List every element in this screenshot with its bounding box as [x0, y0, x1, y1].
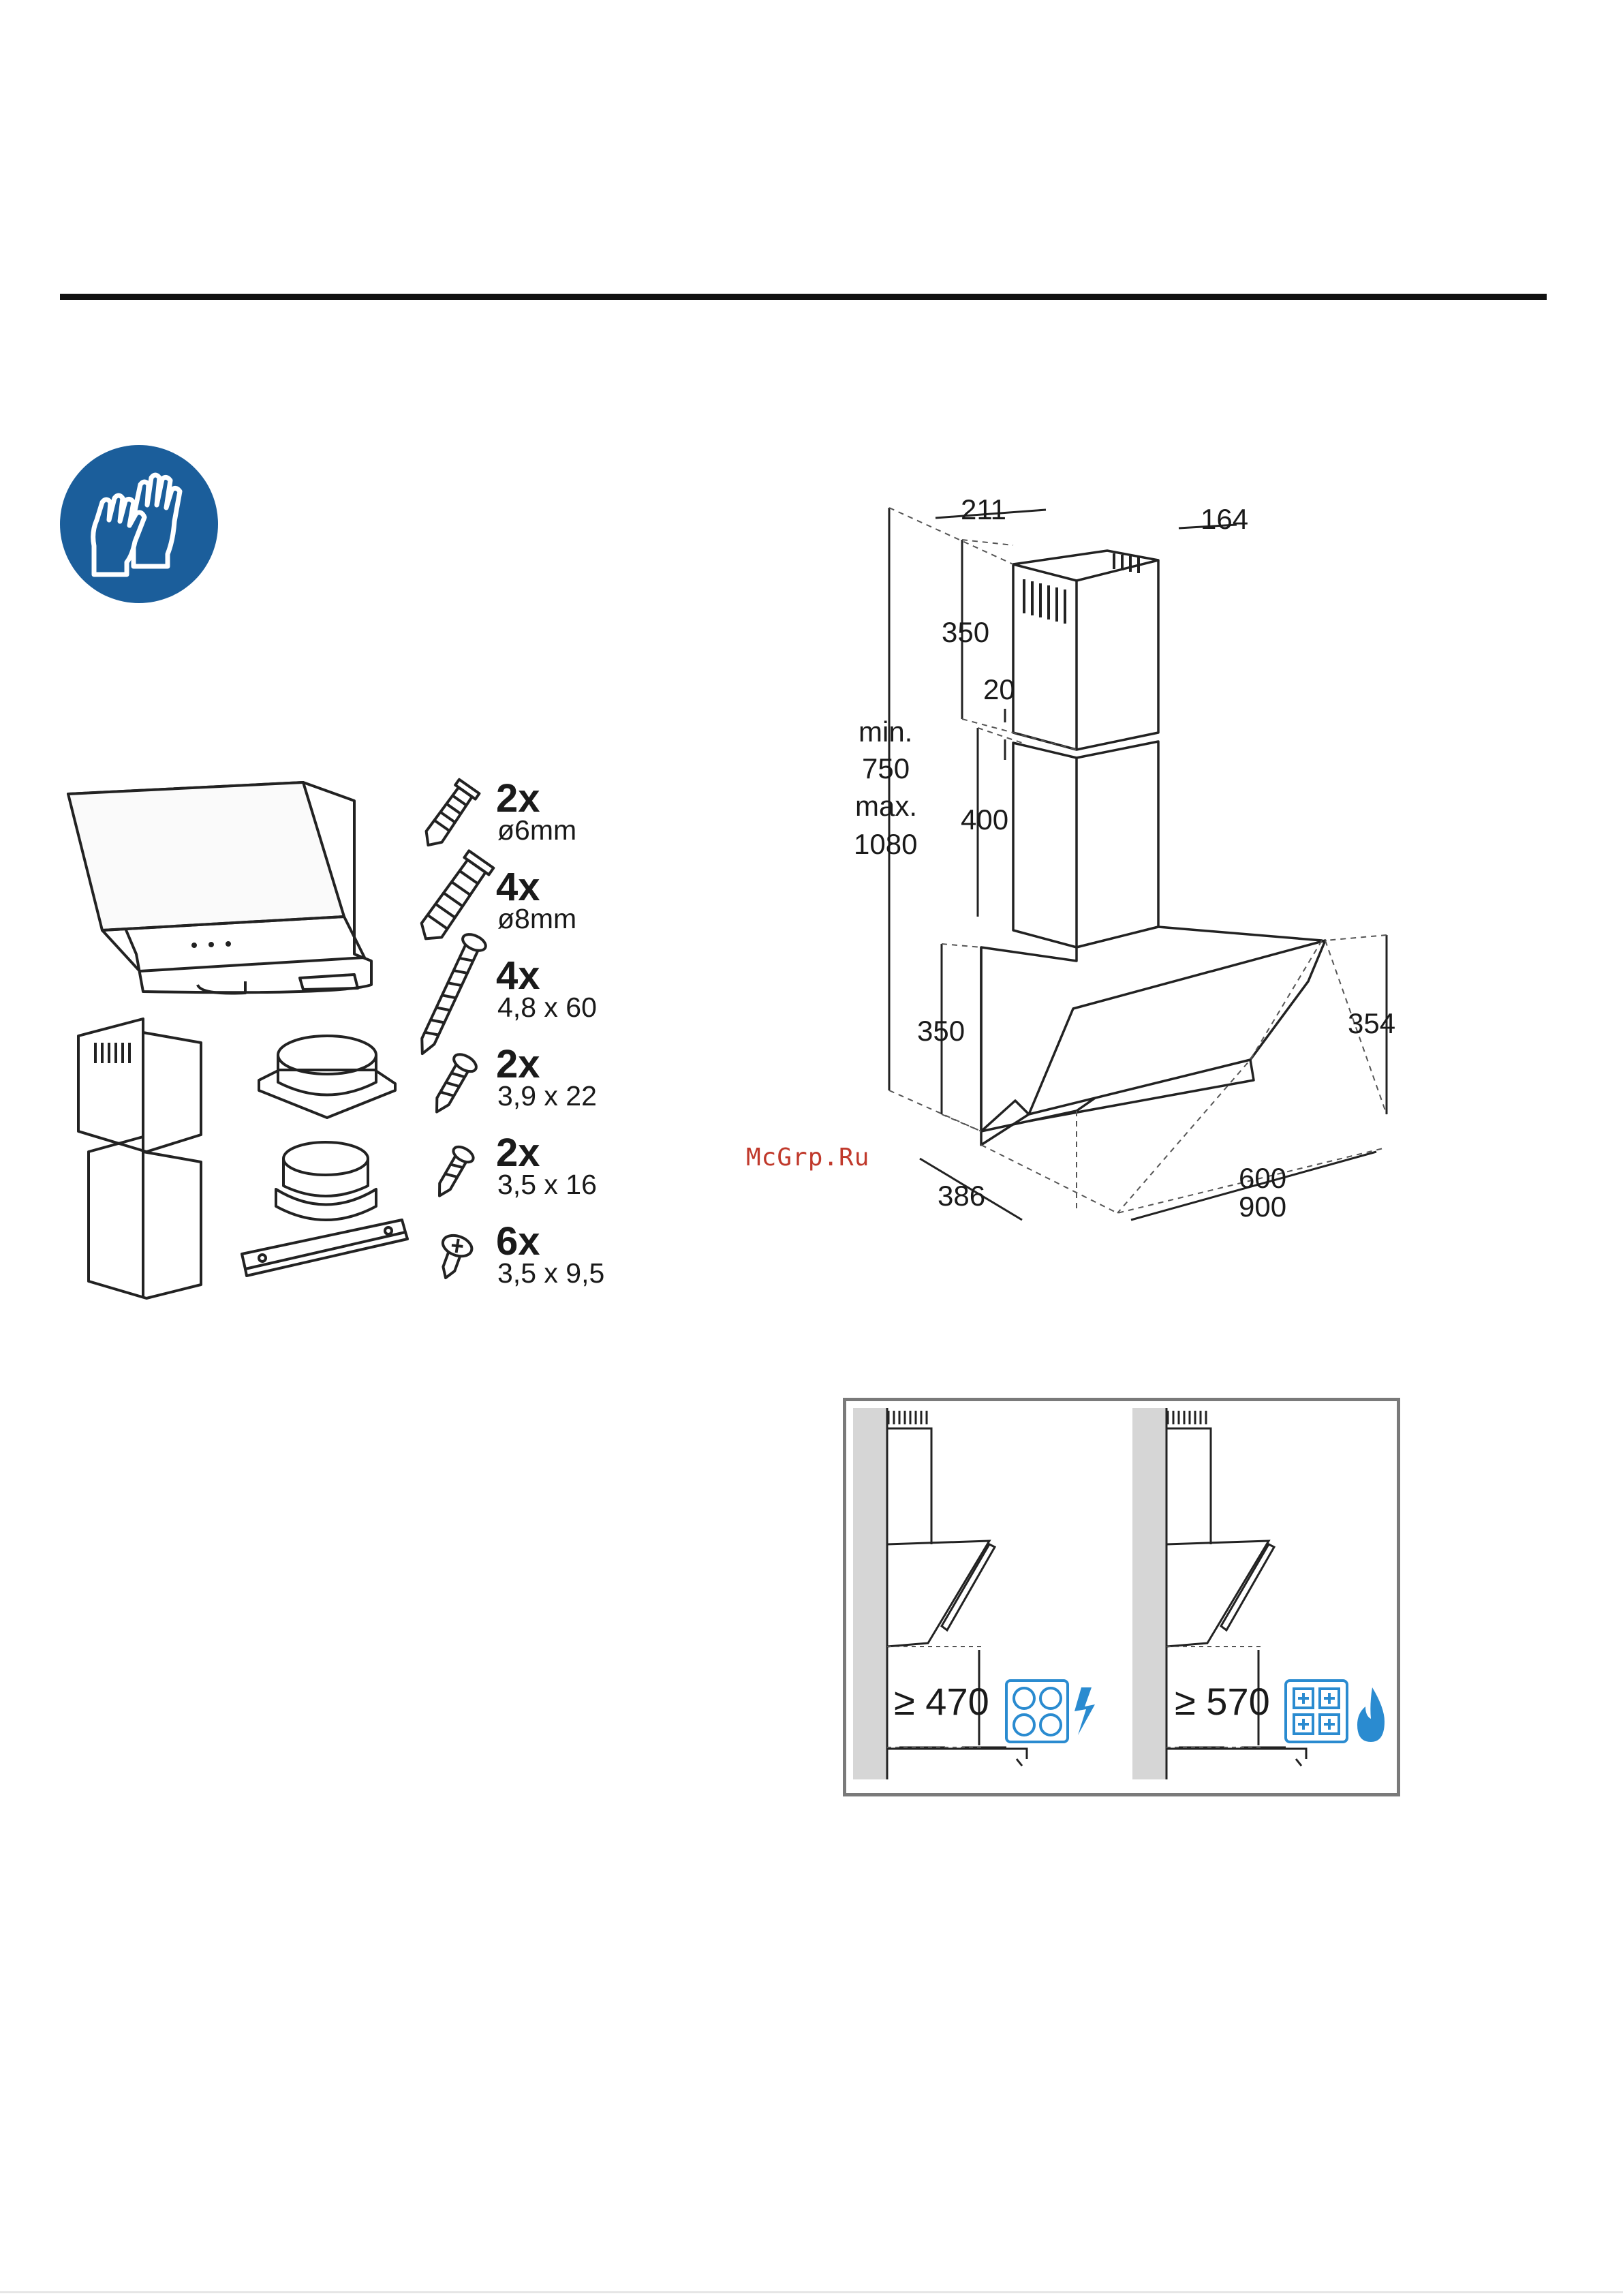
part-spec: 3,9 x 22 — [497, 1082, 597, 1110]
dim-top-depth: 164 — [1201, 503, 1248, 535]
clearance-illustration: ≥ 470 — [846, 1401, 1397, 1793]
part-spec: ø8mm — [497, 905, 576, 933]
hood-icon — [68, 782, 371, 994]
screw-3-5x16-icon — [430, 1144, 476, 1201]
screw-4-8x60-icon — [412, 931, 489, 1058]
part-qty: 4x — [496, 956, 540, 996]
dim-hood-height: 350 — [917, 1015, 965, 1047]
non-return-flap-icon — [259, 1036, 395, 1118]
dim-top-width: 211 — [961, 493, 1006, 525]
lightning-icon — [1075, 1687, 1095, 1735]
air-adapter-icon — [276, 1142, 376, 1220]
mounting-bracket-icon — [242, 1220, 407, 1276]
dimension-drawing: 211 164 350 20 min. 750 max. 1080 400 35… — [681, 436, 1499, 1254]
part-qty: 2x — [496, 1133, 540, 1173]
screw-3-5x9-5-icon — [431, 1231, 474, 1283]
dim-depth: 386 — [938, 1180, 985, 1212]
dim-overlap: 20 — [983, 673, 1015, 705]
wall-plug-6mm-icon — [418, 780, 480, 853]
clearance-electric: ≥ 470 — [853, 1408, 1095, 1779]
chimney-upper-icon — [78, 1019, 201, 1152]
chimney-lower-icon — [89, 1137, 201, 1298]
dim-glass-height: 354 — [1348, 1007, 1395, 1039]
part-spec: ø6mm — [497, 816, 576, 844]
screw-3-9x22-icon — [426, 1051, 479, 1118]
electric-hob-icon — [1006, 1681, 1068, 1742]
wall-plug-8mm-icon — [414, 851, 493, 947]
dim-min: 750 — [862, 752, 910, 784]
part-spec: 3,5 x 9,5 — [497, 1259, 604, 1287]
flame-icon — [1357, 1687, 1385, 1742]
dim-min-label: min. — [859, 716, 912, 748]
part-spec: 4,8 x 60 — [497, 994, 597, 1022]
part-qty: 2x — [496, 1045, 540, 1084]
dim-upper-chimney: 350 — [942, 616, 989, 648]
watermark: McGrp.Ru — [746, 1144, 869, 1172]
clearance-gas: ≥ 570 — [1132, 1408, 1385, 1779]
dim-width-a: 600 — [1239, 1162, 1286, 1194]
electric-clearance-label: ≥ 470 — [894, 1680, 989, 1723]
parts-illustration — [0, 0, 681, 1329]
page-footer-line — [0, 2291, 1623, 2293]
part-qty: 6x — [496, 1222, 540, 1261]
dim-max: 1080 — [854, 828, 917, 860]
gas-clearance-label: ≥ 570 — [1175, 1680, 1270, 1723]
part-qty: 4x — [496, 868, 540, 907]
gas-hob-icon — [1286, 1681, 1347, 1742]
dim-width-b: 900 — [1239, 1191, 1286, 1223]
part-spec: 3,5 x 16 — [497, 1171, 597, 1199]
dim-max-label: max. — [855, 790, 917, 822]
dim-lower-chimney: 400 — [961, 803, 1008, 836]
part-qty: 2x — [496, 779, 540, 818]
clearance-panel: ≥ 470 — [843, 1398, 1400, 1796]
parts-list: 2x ø6mm 4x ø8mm 4x 4,8 x 60 2x 3,9 x 22 … — [0, 0, 681, 1329]
